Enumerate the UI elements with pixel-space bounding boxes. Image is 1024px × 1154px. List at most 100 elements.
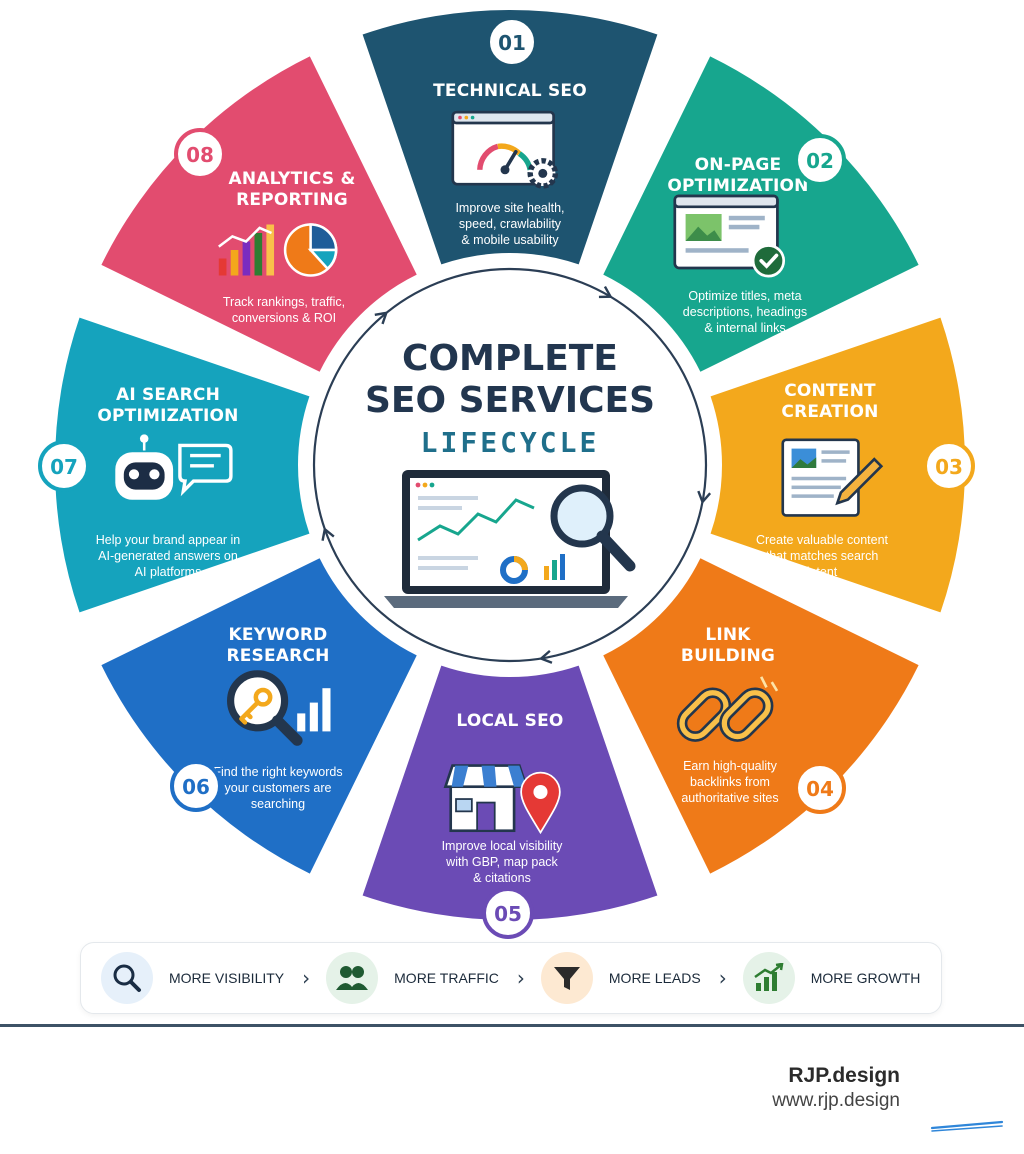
- speedometer-gear-icon: [451, 110, 559, 189]
- step-description: that matches search: [766, 549, 879, 563]
- step-title: ON-PAGE: [695, 155, 782, 175]
- step-title: AI SEARCH: [116, 385, 220, 405]
- step-description: intent: [807, 565, 838, 579]
- svg-text:02: 02: [806, 149, 834, 173]
- divider: [0, 1024, 1024, 1027]
- step-description: with GBP, map pack: [445, 855, 558, 869]
- benefit-label: MORE TRAFFIC: [394, 970, 499, 986]
- chevron-right-icon: ›: [718, 966, 727, 990]
- brand-underline-icon: [930, 1120, 1004, 1132]
- step-description: Create valuable content: [756, 533, 889, 547]
- webpage-check-icon: [673, 194, 786, 278]
- growth-chart-icon: [742, 952, 795, 1004]
- step-title: RESEARCH: [226, 646, 329, 666]
- center-title-line2: SEO SERVICES: [365, 380, 655, 421]
- step-title: KEYWORD: [229, 625, 328, 645]
- benefit-more-visibility: MORE VISIBILITY: [101, 952, 284, 1004]
- step-description: Improve site health,: [455, 201, 564, 215]
- step-title: OPTIMIZATION: [97, 406, 238, 426]
- center-subtitle: LIFECYCLE: [421, 426, 600, 459]
- benefit-more-growth: MORE GROWTH: [742, 952, 921, 1004]
- step-description: your customers are: [225, 781, 332, 795]
- lifecycle-wheel: TECHNICAL SEO Improve site health, speed, …: [38, 10, 975, 939]
- svg-text:07: 07: [50, 455, 78, 479]
- step-description: Improve local visibility: [442, 839, 564, 853]
- segment-shape: [101, 56, 417, 372]
- step-description: Optimize titles, meta: [688, 289, 801, 303]
- flow-arrow-icon: [598, 285, 613, 299]
- step-title: BUILDING: [681, 646, 775, 666]
- svg-text:01: 01: [498, 31, 526, 55]
- robot-chat-icon: [115, 434, 233, 500]
- step-description: searching: [251, 797, 305, 811]
- flow-arrow-icon: [697, 490, 712, 505]
- step-title: ANALYTICS &: [229, 169, 356, 189]
- funnel-icon: [540, 952, 593, 1004]
- step-description: conversions & ROI: [232, 311, 336, 325]
- laptop-analytics-icon: [384, 470, 636, 608]
- center-title-line1: COMPLETE: [402, 338, 618, 379]
- step-number-badge: 06: [170, 760, 222, 812]
- step-description: backlinks from: [690, 775, 770, 789]
- chevron-right-icon: ›: [516, 966, 525, 990]
- chain-link-icon: [676, 676, 779, 742]
- storefront-map-pin-icon: [443, 764, 561, 835]
- step-description: Find the right keywords: [213, 765, 342, 779]
- step-description: speed, crawlability: [459, 217, 562, 231]
- benefit-label: MORE VISIBILITY: [169, 970, 285, 986]
- lifecycle-step-08: ANALYTICS &REPORTING Track rankings, traf…: [101, 56, 417, 372]
- flow-arrow-icon: [374, 311, 389, 325]
- magnifier-key-icon: [226, 670, 331, 746]
- step-description: authoritative sites: [681, 791, 778, 805]
- users-icon: [326, 952, 379, 1004]
- step-description: Earn high-quality: [683, 759, 778, 773]
- brand-name: RJP.design: [788, 1064, 900, 1087]
- step-title: CREATION: [781, 402, 878, 422]
- step-number-badge: 05: [482, 887, 534, 939]
- step-number-badge: 03: [923, 440, 975, 492]
- step-title: TECHNICAL SEO: [433, 81, 587, 101]
- step-description: AI-generated answers on: [98, 549, 238, 563]
- step-description: Help your brand appear in: [96, 533, 241, 547]
- lifecycle-step-01: TECHNICAL SEO Improve site health, speed, …: [362, 10, 658, 265]
- svg-text:06: 06: [182, 775, 210, 799]
- step-title: LINK: [705, 625, 751, 645]
- svg-text:08: 08: [186, 143, 214, 167]
- step-title: CONTENT: [784, 381, 876, 401]
- lifecycle-step-05: LOCAL SEO Improve local visibility with GB…: [362, 665, 658, 920]
- search-icon: [101, 952, 153, 1004]
- svg-text:03: 03: [935, 455, 963, 479]
- step-title: OPTIMIZATION: [667, 176, 808, 196]
- step-description: & internal links: [704, 321, 785, 335]
- step-title: LOCAL SEO: [456, 711, 563, 731]
- benefit-label: MORE GROWTH: [810, 970, 921, 986]
- bar-pie-chart-icon: [218, 223, 338, 277]
- step-title: REPORTING: [236, 190, 348, 210]
- segment-shape: [54, 317, 310, 613]
- step-number-badge: 08: [174, 128, 226, 180]
- step-description: & citations: [473, 871, 531, 885]
- step-description: AI platforms: [135, 565, 202, 579]
- step-description: descriptions, headings: [683, 305, 807, 319]
- step-description: & mobile usability: [461, 233, 559, 247]
- benefit-label: MORE LEADS: [608, 970, 701, 986]
- step-description: Track rankings, traffic,: [223, 295, 345, 309]
- lifecycle-segments: TECHNICAL SEO Improve site health, speed, …: [54, 10, 966, 920]
- step-number-badge: 01: [486, 16, 538, 68]
- benefit-bar: MORE VISIBILITY › MORE TRAFFIC › MORE LEADS ›…: [80, 942, 942, 1014]
- step-number-badge: 04: [794, 762, 846, 814]
- benefit-more-leads: MORE LEADS: [540, 952, 701, 1004]
- flow-arrow-icon: [538, 649, 553, 664]
- flow-arrow-icon: [321, 527, 335, 541]
- step-number-badge: 07: [38, 440, 90, 492]
- chevron-right-icon: ›: [302, 966, 311, 990]
- svg-text:04: 04: [806, 777, 834, 801]
- brand-url: www.rjp.design: [772, 1090, 900, 1111]
- step-number-badge: 02: [794, 134, 846, 186]
